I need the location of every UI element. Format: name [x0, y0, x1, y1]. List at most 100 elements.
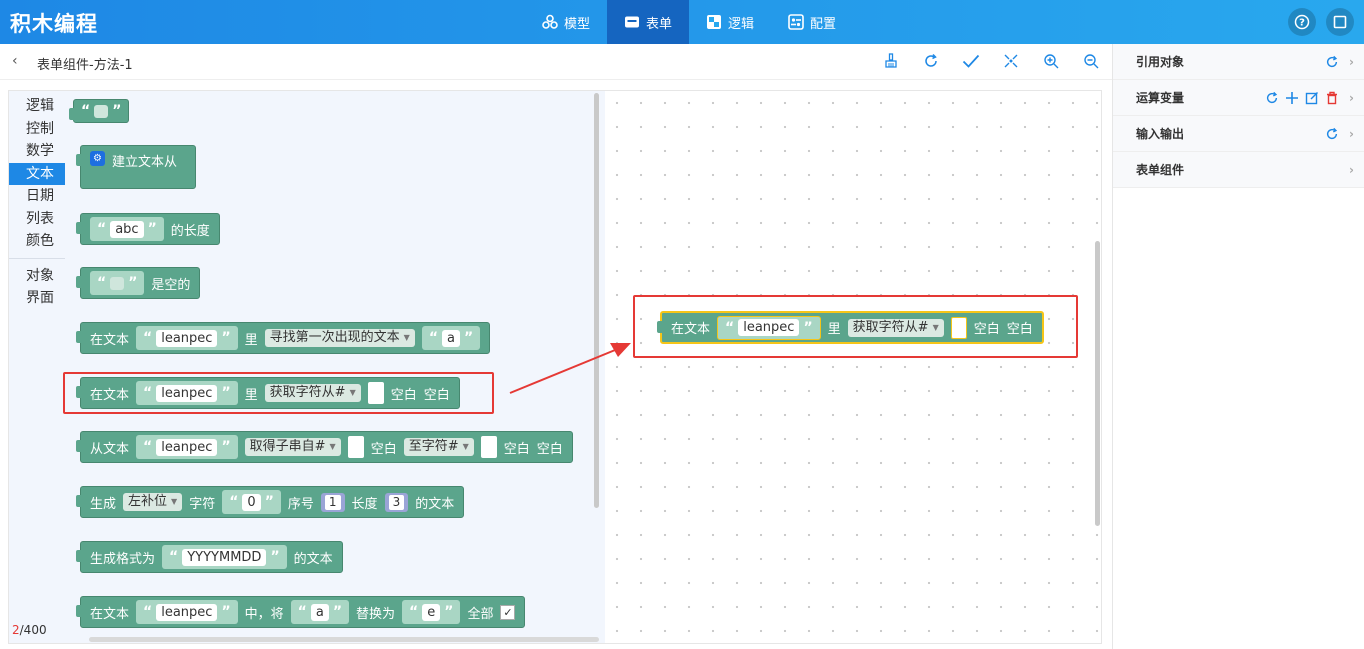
text-value[interactable]: YYYYMMDD	[182, 548, 267, 566]
panel-item-reference-objects[interactable]: 引用对象 ›	[1113, 44, 1364, 80]
block-counter: 2/400	[12, 623, 47, 637]
window-button[interactable]	[1326, 8, 1354, 36]
text-join-block[interactable]: ⚙ 建立文本从	[76, 145, 196, 189]
category-control[interactable]: 控制	[26, 120, 54, 137]
block-label: 在文本	[90, 606, 130, 622]
text-pad-block[interactable]: 生成 左补位▼ 字符 “0” 序号 1 长度 3 的文本	[75, 486, 465, 518]
number-value[interactable]: 3	[388, 494, 405, 510]
mode-dropdown[interactable]: 获取字符从#▼	[264, 384, 361, 402]
text-value[interactable]: e	[422, 603, 441, 621]
edit-icon[interactable]	[1305, 91, 1319, 105]
mode-dropdown[interactable]: 获取字符从#▼	[847, 318, 944, 337]
block-flyout: 逻辑 控制 数学 文本 日期 列表 颜色 对象 界面 “” ⚙ 建立文本从 “a…	[9, 91, 605, 643]
confirm-button[interactable]	[962, 52, 980, 70]
category-object[interactable]: 对象	[26, 267, 54, 284]
pad-dropdown[interactable]: 左补位▼	[123, 493, 183, 511]
text-value[interactable]: leanpec	[156, 329, 218, 347]
mode-dropdown[interactable]: 取得子串自#▼	[244, 438, 341, 456]
clean-button[interactable]	[882, 52, 900, 70]
text-format-block[interactable]: 生成格式为 “YYYYMMDD” 的文本	[76, 541, 343, 573]
category-color[interactable]: 颜色	[26, 233, 54, 249]
zoom-out-button[interactable]	[1082, 52, 1100, 70]
input-slot[interactable]	[367, 382, 384, 404]
category-text[interactable]: 文本	[9, 162, 65, 185]
mode-dropdown[interactable]: 寻找第一次出现的文本▼	[264, 329, 415, 347]
block-label: 空白	[423, 387, 450, 403]
text-substring-block[interactable]: 从文本 “leanpec” 取得子串自#▼ 空白 至字符#▼ 空白 空白	[76, 431, 573, 463]
canvas-charat-block[interactable]: 在文本 “leanpec” 里 获取字符从#▼ 空白 空白	[657, 311, 1044, 344]
chevron-right-icon[interactable]: ›	[1349, 162, 1354, 177]
text-literal-block[interactable]: “”	[68, 99, 130, 123]
block-label: 里	[244, 387, 258, 403]
chevron-right-icon[interactable]: ›	[1349, 126, 1354, 141]
block-label: 建立文本从	[112, 155, 178, 170]
number-literal: 3	[384, 492, 409, 512]
text-value[interactable]: leanpec	[738, 319, 800, 336]
block-label: 在文本	[90, 387, 130, 403]
zoom-in-icon	[1044, 54, 1059, 69]
text-replace-block[interactable]: 在文本 “leanpec” 中，将 “a” 替换为 “e” 全部 ✓	[75, 596, 526, 628]
help-button[interactable]: ?	[1288, 8, 1316, 36]
input-slot[interactable]	[950, 316, 967, 339]
refresh-icon[interactable]	[1265, 91, 1279, 105]
sub-toolbar: ‹ 表单组件-方法-1	[0, 44, 1112, 80]
nav-tab-label: 模型	[564, 16, 591, 32]
category-ui[interactable]: 界面	[26, 290, 54, 306]
check-icon	[962, 54, 980, 68]
crosshair-icon	[1004, 54, 1018, 68]
nav-tab-model[interactable]: 模型	[525, 0, 607, 44]
all-checkbox[interactable]: ✓	[500, 604, 516, 620]
text-value[interactable]: abc	[110, 220, 144, 238]
panel-item-variables[interactable]: 运算变量 ›	[1113, 80, 1364, 116]
flyout-scrollbar[interactable]	[594, 93, 599, 508]
text-value[interactable]: a	[442, 329, 460, 347]
highlight-box	[633, 295, 1078, 358]
help-icon: ?	[1294, 14, 1310, 30]
refresh-icon[interactable]	[1325, 55, 1339, 69]
category-list[interactable]: 列表	[26, 210, 54, 227]
category-math[interactable]: 数学	[26, 143, 54, 159]
refresh-icon[interactable]	[1325, 127, 1339, 141]
canvas-scrollbar[interactable]	[1095, 241, 1100, 526]
panel-item-form-components[interactable]: 表单组件 ›	[1113, 152, 1364, 188]
nav-tab-logic[interactable]: 逻辑	[689, 0, 771, 44]
block-label: 空白	[390, 387, 417, 403]
number-value[interactable]: 1	[324, 494, 341, 510]
text-indexof-block[interactable]: 在文本 “leanpec” 里 寻找第一次出现的文本▼ “a”	[75, 322, 491, 354]
mode-dropdown[interactable]: 至字符#▼	[403, 438, 474, 456]
logic-icon	[707, 15, 722, 29]
center-button[interactable]	[1002, 52, 1020, 70]
zoom-in-button[interactable]	[1042, 52, 1060, 70]
text-value[interactable]: leanpec	[156, 384, 218, 402]
text-value[interactable]: leanpec	[156, 438, 218, 456]
category-list: 逻辑 控制 数学 文本 日期 列表 颜色 对象 界面	[9, 95, 65, 310]
arrow-annotation	[509, 343, 631, 394]
add-icon[interactable]	[1285, 91, 1299, 105]
delete-icon[interactable]	[1325, 91, 1339, 105]
input-slot[interactable]	[347, 436, 364, 458]
nav-tab-config[interactable]: 配置	[771, 0, 853, 44]
panel-item-io[interactable]: 输入输出 ›	[1113, 116, 1364, 152]
text-isempty-block[interactable]: “” 是空的	[75, 267, 201, 299]
block-label: 长度	[351, 496, 378, 512]
text-value[interactable]: 0	[242, 493, 261, 511]
back-icon[interactable]: ‹	[12, 53, 18, 69]
refresh-button[interactable]	[922, 52, 940, 70]
chevron-right-icon[interactable]: ›	[1349, 90, 1354, 105]
text-value[interactable]: a	[310, 603, 329, 621]
category-date[interactable]: 日期	[26, 188, 54, 204]
category-logic[interactable]: 逻辑	[26, 98, 54, 114]
gear-icon[interactable]: ⚙	[90, 151, 105, 166]
text-length-block[interactable]: “abc” 的长度	[76, 213, 220, 245]
text-literal: “a”	[421, 326, 481, 350]
workspace-canvas[interactable]: 在文本 “leanpec” 里 获取字符从#▼ 空白 空白	[605, 91, 1101, 643]
horizontal-scrollbar[interactable]	[89, 637, 599, 642]
nav-tab-form[interactable]: 表单	[607, 0, 690, 44]
text-charat-block[interactable]: 在文本 “leanpec” 里 获取字符从#▼ 空白 空白	[76, 377, 460, 409]
text-literal: “abc”	[90, 217, 164, 241]
block-label: 中，将	[244, 606, 284, 622]
input-slot[interactable]	[480, 436, 497, 458]
text-value[interactable]: leanpec	[156, 603, 218, 621]
chevron-right-icon[interactable]: ›	[1349, 54, 1354, 69]
text-literal: “”	[90, 271, 145, 295]
